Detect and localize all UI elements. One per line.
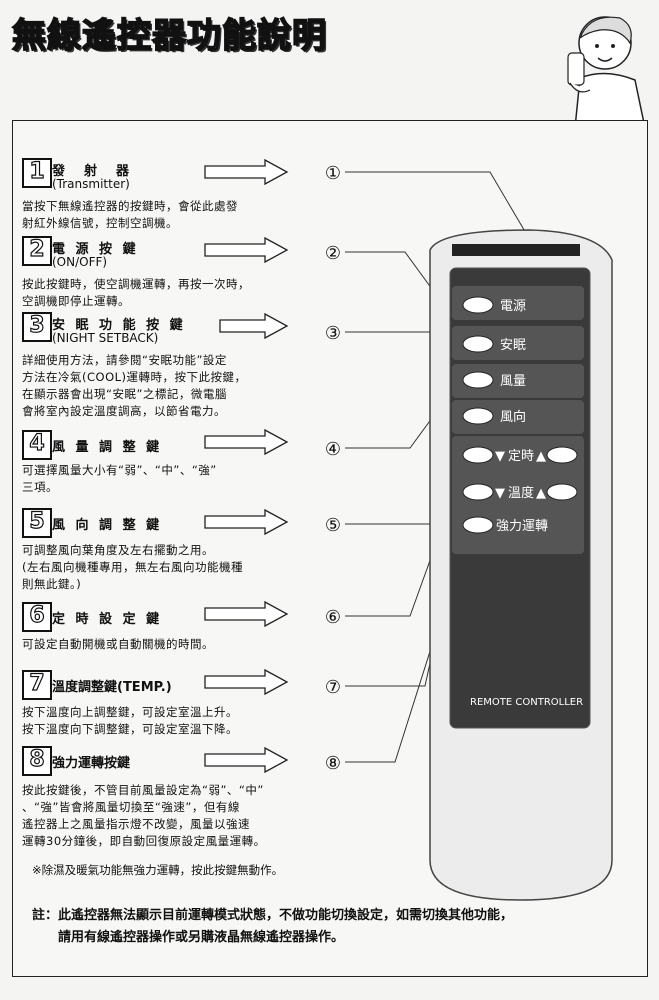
desc-line: 會將室內設定溫度調高，以節省電力。 [22,404,226,418]
timer-down-button [462,446,494,464]
callout-3: ③ [325,323,341,344]
swing-button [462,407,494,425]
section-powerful: 8 強力運轉按鍵 按此按鍵後，不管目前風量設定為“弱”、“中” 、“強”皆會將風量… [22,746,322,850]
section-number: 4 [22,430,52,460]
arrow-6 [204,600,289,628]
arrow-3 [219,312,289,340]
desc-line: 則無此鍵。) [22,577,82,591]
footnote: 註：此遙控器無法顯示目前運轉模式狀態，不做功能切換設定，如需切換其他功能， 請用… [32,905,513,949]
power-button [462,296,494,314]
section-transmitter: 1 發 射 器 (Transmitter) 當按下無線遙控器的按鍵時，會從此處發… [22,158,322,232]
section-label: 強力運轉按鍵 [52,756,131,771]
section-night-setback: 3 安 眠 功 能 按 鍵 (NIGHT SETBACK) 詳細使用方法，請參閱… [22,312,322,420]
desc-line: 可選擇風量大小有“弱”、“中”、“強” [22,463,217,477]
section-number: 1 [22,158,52,188]
section-number: 3 [22,312,52,342]
desc-line: 遙控器上之風量指示燈不改變，風量以強速 [22,817,250,831]
desc-line: 按此按鍵時，使空調機運轉，再按一次時， [22,277,250,291]
desc-line: 按下溫度向上調整鍵，可設定室溫上升。 [22,705,238,719]
section-label: 風 量 調 整 鍵 [52,440,163,455]
arrow-4 [204,428,289,456]
section-label: 電 源 按 鍵 [52,242,139,257]
arrow-2 [204,236,289,264]
section-label: 發 射 器 [52,164,133,179]
temp-down-button [462,483,494,501]
section-number: 7 [22,670,52,700]
section-sublabel: (NIGHT SETBACK) [52,331,159,345]
desc-line: 射紅外線信號，控制空調機。 [22,216,178,230]
callout-1: ① [325,163,341,184]
remote-timer-down-arrow: ▼ [495,449,505,464]
fan-button [462,371,494,389]
desc-line: 三項。 [22,480,58,494]
sleep-button [462,335,494,353]
timer-up-button [546,446,578,464]
desc-line: 當按下無線遙控器的按鍵時，會從此處發 [22,199,238,213]
remote-label-powerful: 強力運轉 [496,519,548,534]
desc-line: 按此按鍵後，不管目前風量設定為“弱”、“中” [22,783,264,797]
desc-line: (左右風向機種專用，無左右風向功能機種 [22,560,243,574]
section-sublabel: (ON/OFF) [52,255,108,269]
desc-line: 空調機即停止運轉。 [22,294,130,308]
remote-timer-up-arrow: ▲ [536,449,546,464]
arrow-8 [204,746,289,774]
desc-line: 、“強”皆會將風量切換至“強速”，但有線 [22,800,240,814]
section-label: 風 向 調 整 鍵 [52,518,163,533]
section-power: 2 電 源 按 鍵 (ON/OFF) 按此按鍵時，使空調機運轉，再按一次時， 空調… [22,236,322,310]
section-timer: 6 定 時 設 定 鍵 可設定自動開機或自動關機的時間。 [22,602,322,653]
callout-7: ⑦ [325,677,341,698]
section-temperature: 7 溫度調整鍵(TEMP.) 按下溫度向上調整鍵，可設定室溫上升。按下溫度向下調… [22,670,322,738]
mascot-illustration [567,16,646,128]
remote-temp-up-arrow: ▲ [536,486,546,501]
remote-label-timer: 定時 [508,449,534,464]
desc-line: 運轉30分鐘後，即自動回復原設定風量運轉。 [22,834,266,848]
arrow-7 [204,668,289,696]
footnote-line: 註：此遙控器無法顯示目前運轉模式狀態，不做功能切換設定，如需切換其他功能， [32,908,514,923]
callout-5: ⑤ [325,515,341,536]
section-number: 2 [22,236,52,266]
desc-line: 可調整風向葉角度及左右擺動之用。 [22,543,214,557]
section-label: 溫度調整鍵(TEMP.) [52,680,172,695]
callout-6: ⑥ [325,607,341,628]
section-number: 6 [22,602,52,632]
section-label: 定 時 設 定 鍵 [52,612,163,627]
remote-controller-label: REMOTE CONTROLLER [470,697,583,708]
desc-line: 在顯示器會出現“安眠”之標記，微電腦 [22,387,227,401]
section-label: 安 眠 功 能 按 鍵 [52,318,186,333]
section-number: 8 [22,746,52,776]
callout-2: ② [325,243,341,264]
temp-up-button [546,483,578,501]
remote-label-power: 電源 [500,299,526,314]
transmitter-window [452,244,580,256]
footnote-line: 請用有線遙控器操作或另購液晶無線遙控器操作。 [32,930,345,945]
desc-line: 詳細使用方法，請參閱“安眠功能”設定 [22,353,227,367]
desc-line: 方法在冷氣(COOL)運轉時，按下此按鍵， [22,370,247,384]
remote-label-swing: 風向 [500,409,526,425]
desc-line: 按下溫度向下調整鍵，可設定室溫下降。 [22,722,238,736]
remote-label-fan: 風量 [500,374,526,389]
remote-label-temp: 溫度 [508,485,534,501]
section-sublabel: (Transmitter) [52,177,130,191]
callout-8: ⑧ [325,753,341,774]
section-air-direction: 5 風 向 調 整 鍵 可調整風向葉角度及左右擺動之用。 (左右風向機種專用，無左… [22,508,322,593]
remote-label-sleep: 安眠 [500,338,526,353]
arrow-5 [204,508,289,536]
arrow-1 [204,158,289,186]
page-title: 無線遙控器功能說明 [11,15,327,57]
section-fan-speed: 4 風 量 調 整 鍵 可選擇風量大小有“弱”、“中”、“強” 三項。 [22,430,322,496]
note-dehumidify: ※除濕及暖氣功能無強力運轉，按此按鍵無動作。 [32,863,284,877]
powerful-button [462,516,494,534]
remote-temp-down-arrow: ▼ [495,486,505,501]
callout-4: ④ [325,439,341,460]
section-number: 5 [22,508,52,538]
desc-line: 可設定自動開機或自動關機的時間。 [22,637,214,651]
